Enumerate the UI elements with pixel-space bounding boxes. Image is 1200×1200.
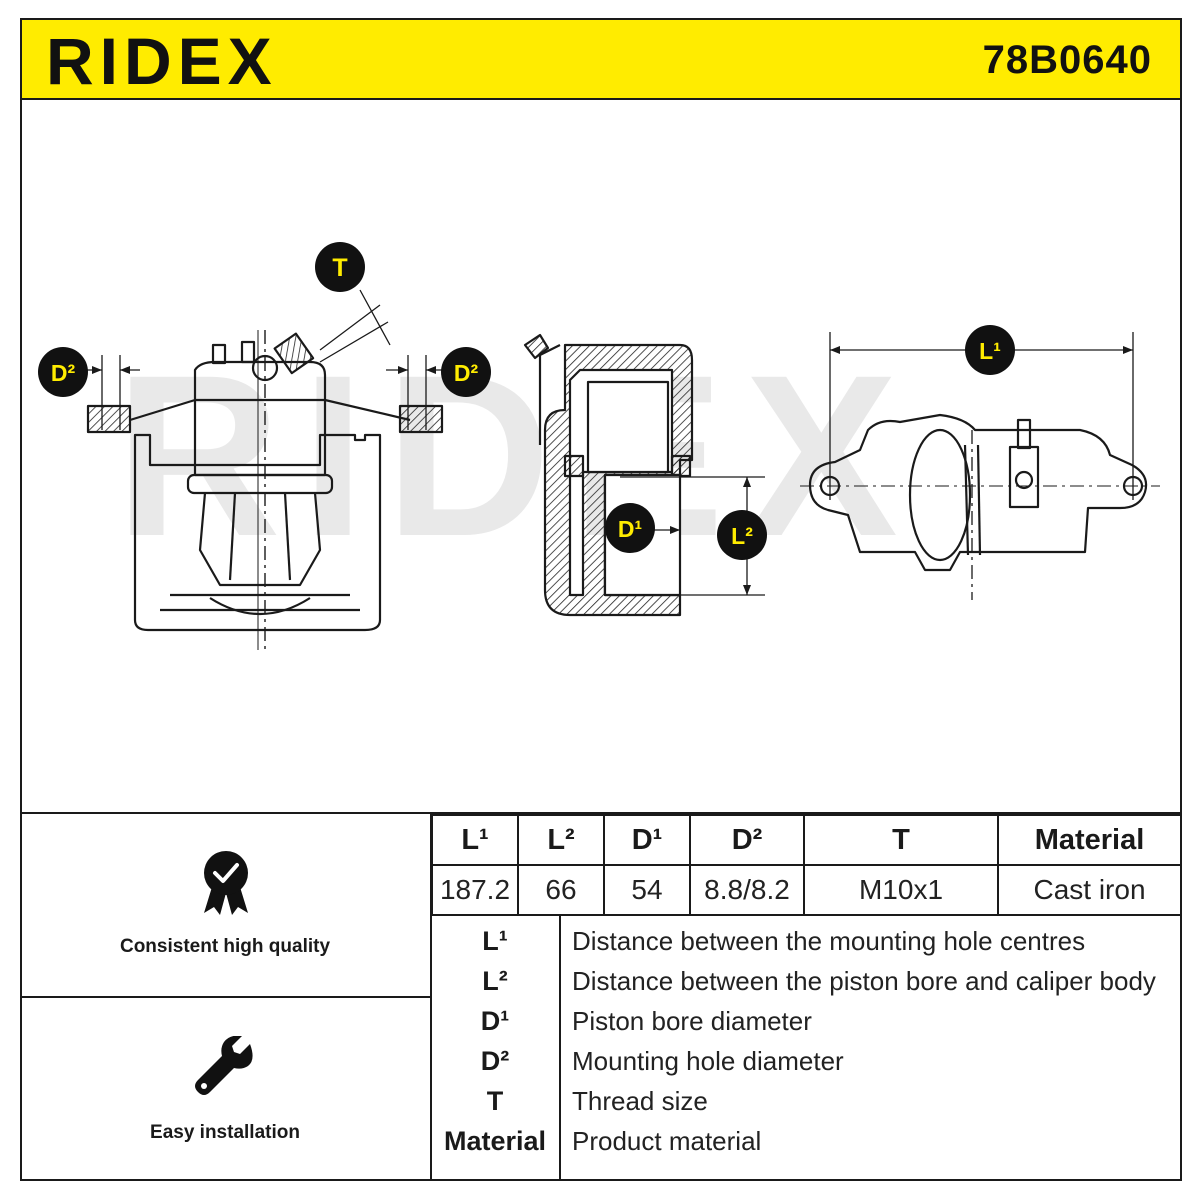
front-view [80, 289, 450, 650]
legend-desc: Thread size [572, 1086, 708, 1116]
legend-key: L² [482, 966, 508, 996]
legend-desc: Piston bore diameter [572, 1006, 812, 1036]
label-d2-right: D² [441, 347, 491, 397]
quality-badge-icon [204, 851, 248, 915]
feature-divider [20, 996, 432, 998]
label-t: T [315, 242, 365, 292]
feature-quality: Consistent high quality [20, 814, 430, 996]
svg-text:D¹: D¹ [618, 516, 642, 542]
label-l1: L¹ [965, 325, 1015, 375]
caliper-drawing: RIDEX [38, 242, 1160, 650]
watermark: RIDEX [115, 327, 918, 584]
svg-text:D²: D² [454, 360, 479, 386]
legend-row: T Thread size [431, 1086, 1182, 1126]
spec-header: D¹ [603, 814, 691, 866]
legend-desc: Product material [572, 1126, 762, 1156]
feature-installation-label: Easy installation [150, 1122, 300, 1143]
section-divider [20, 812, 1182, 814]
feature-quality-label: Consistent high quality [119, 936, 331, 957]
legend-row: D¹ Piston bore diameter [431, 1006, 1182, 1046]
section-view [523, 333, 765, 617]
legend-key: T [486, 1086, 504, 1116]
spec-value-row: 187.2 66 54 8.8/8.2 M10x1 Cast iron [431, 864, 1182, 916]
legend-separator [559, 914, 561, 1181]
feature-panel: Consistent high quality Easy installatio… [20, 814, 432, 1181]
spec-header: L² [517, 814, 605, 866]
spec-value: Cast iron [997, 864, 1182, 916]
part-number: 78B0640 [982, 38, 1152, 82]
spec-header-row: L¹ L² D¹ D² T Material [431, 814, 1182, 866]
svg-text:L²: L² [731, 523, 753, 549]
header-bar: RIDEX 78B0640 [20, 18, 1182, 100]
spec-value: M10x1 [803, 864, 999, 916]
spec-value: 54 [603, 864, 691, 916]
spec-header: D² [689, 814, 805, 866]
svg-text:D²: D² [51, 360, 76, 386]
legend-row: L¹ Distance between the mounting hole ce… [431, 926, 1182, 966]
svg-text:L¹: L¹ [979, 338, 1001, 364]
legend-key: L¹ [482, 926, 508, 956]
legend-desc: Distance between the mounting hole centr… [572, 926, 1086, 956]
feature-installation: Easy installation [20, 998, 430, 1181]
spec-header: Material [997, 814, 1182, 866]
label-d1: D¹ [605, 503, 655, 553]
spec-value: 66 [517, 864, 605, 916]
legend-row: D² Mounting hole diameter [431, 1046, 1182, 1086]
svg-text:RIDEX: RIDEX [46, 24, 278, 96]
spec-value: 187.2 [431, 864, 519, 916]
ridex-logo: RIDEX [46, 24, 278, 96]
spec-table: L¹ L² D¹ D² T Material 187.2 66 54 8.8/8… [431, 814, 1182, 916]
wrench-icon [195, 1036, 253, 1095]
spec-value: 8.8/8.2 [689, 864, 805, 916]
label-d2-left: D² [38, 347, 88, 397]
svg-text:T: T [332, 254, 347, 282]
legend-key: D² [480, 1046, 510, 1076]
legend: L¹ Distance between the mounting hole ce… [431, 912, 1182, 1181]
legend-row: L² Distance between the piston bore and … [431, 966, 1182, 1006]
spec-header: L¹ [431, 814, 519, 866]
legend-row: Material Product material [431, 1126, 1182, 1166]
technical-drawing: RIDEX [20, 100, 1182, 814]
spec-header: T [803, 814, 999, 866]
legend-desc: Mounting hole diameter [572, 1046, 844, 1076]
legend-key: Material [443, 1126, 547, 1156]
label-l2: L² [717, 510, 767, 560]
legend-desc: Distance between the piston bore and cal… [572, 966, 1156, 996]
legend-key: D¹ [480, 1006, 510, 1036]
